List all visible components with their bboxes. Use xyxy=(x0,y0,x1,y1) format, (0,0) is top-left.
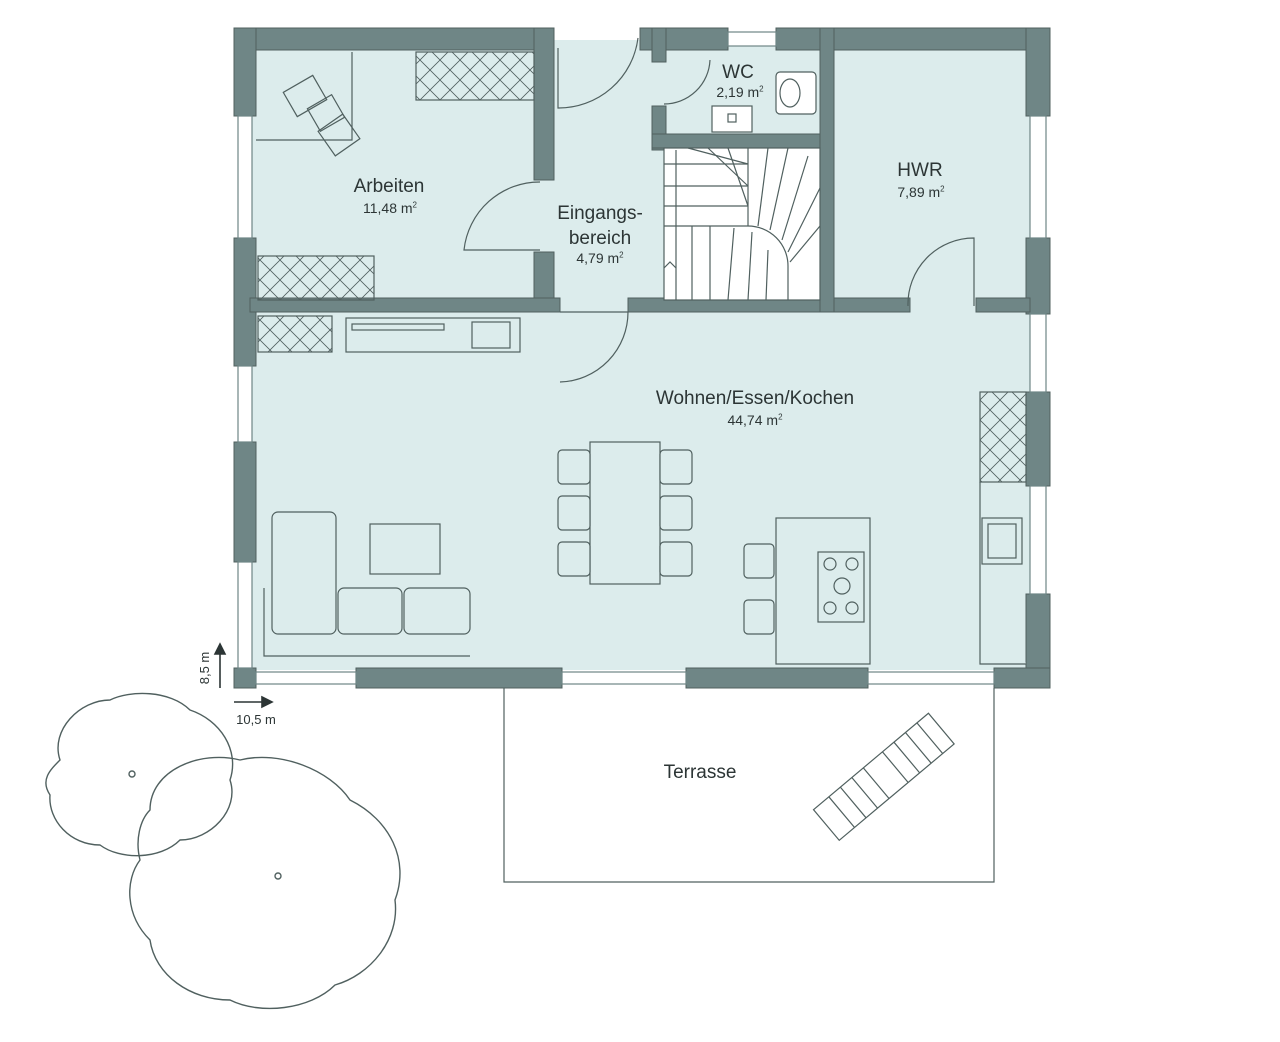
room-area-eingang: 4,79 m2 xyxy=(576,250,624,266)
room-area-arbeiten: 11,48 m2 xyxy=(363,200,417,216)
office-furniture xyxy=(256,51,535,301)
room-name-arbeiten: Arbeiten xyxy=(353,176,425,197)
terrace xyxy=(503,688,995,883)
room-name-eingang-2: bereich xyxy=(568,228,632,249)
dimension-arrows xyxy=(213,642,274,709)
room-area-hwr: 7,89 m2 xyxy=(897,184,945,200)
room-name-wohnen: Wohnen/Essen/Kochen xyxy=(655,388,855,409)
room-name-wc: WC xyxy=(722,62,754,83)
dimension-depth: 8,5 m xyxy=(197,651,212,685)
kitchen-units xyxy=(257,315,1027,665)
windows xyxy=(237,31,1047,685)
doors xyxy=(463,37,975,383)
interior-walls xyxy=(249,27,1031,313)
living-set xyxy=(263,511,471,657)
dining-set xyxy=(557,441,693,585)
room-name-eingang-1: Eingangs- xyxy=(557,203,643,224)
dimension-width: 10,5 m xyxy=(236,712,276,727)
wc-fixtures xyxy=(711,71,817,133)
staircase xyxy=(663,147,821,301)
tree-icon xyxy=(45,692,401,1010)
room-area-wc: 2,19 m2 xyxy=(716,84,764,100)
room-name-hwr: HWR xyxy=(897,160,943,181)
room-area-wohnen: 44,74 m2 xyxy=(727,412,783,428)
room-name-terrasse: Terrasse xyxy=(663,762,737,783)
